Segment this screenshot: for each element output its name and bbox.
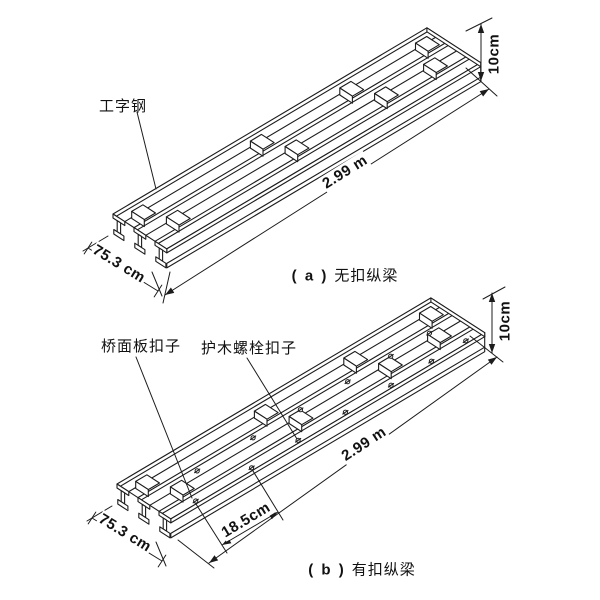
caption-a: ( a ) 无扣纵梁 xyxy=(292,265,399,286)
label-bolt-fastener: 护木螺栓扣子 xyxy=(201,340,298,357)
beam-a-drawing xyxy=(112,27,482,269)
caption-b: ( b ) 有扣纵梁 xyxy=(308,559,416,580)
beam-b-drawing xyxy=(116,297,486,539)
label-deck-fastener: 桥面板扣子 xyxy=(101,338,182,355)
caption-b-title: 有扣纵梁 xyxy=(351,561,416,579)
caption-a-letter: ( a ) xyxy=(291,267,329,285)
caption-a-title: 无扣纵梁 xyxy=(334,267,399,285)
caption-b-letter: ( b ) xyxy=(308,561,346,579)
dim-height-b: 10cm xyxy=(496,299,514,343)
label-i-beam: 工字钢 xyxy=(99,98,148,115)
dim-height-a: 10cm xyxy=(485,32,503,76)
